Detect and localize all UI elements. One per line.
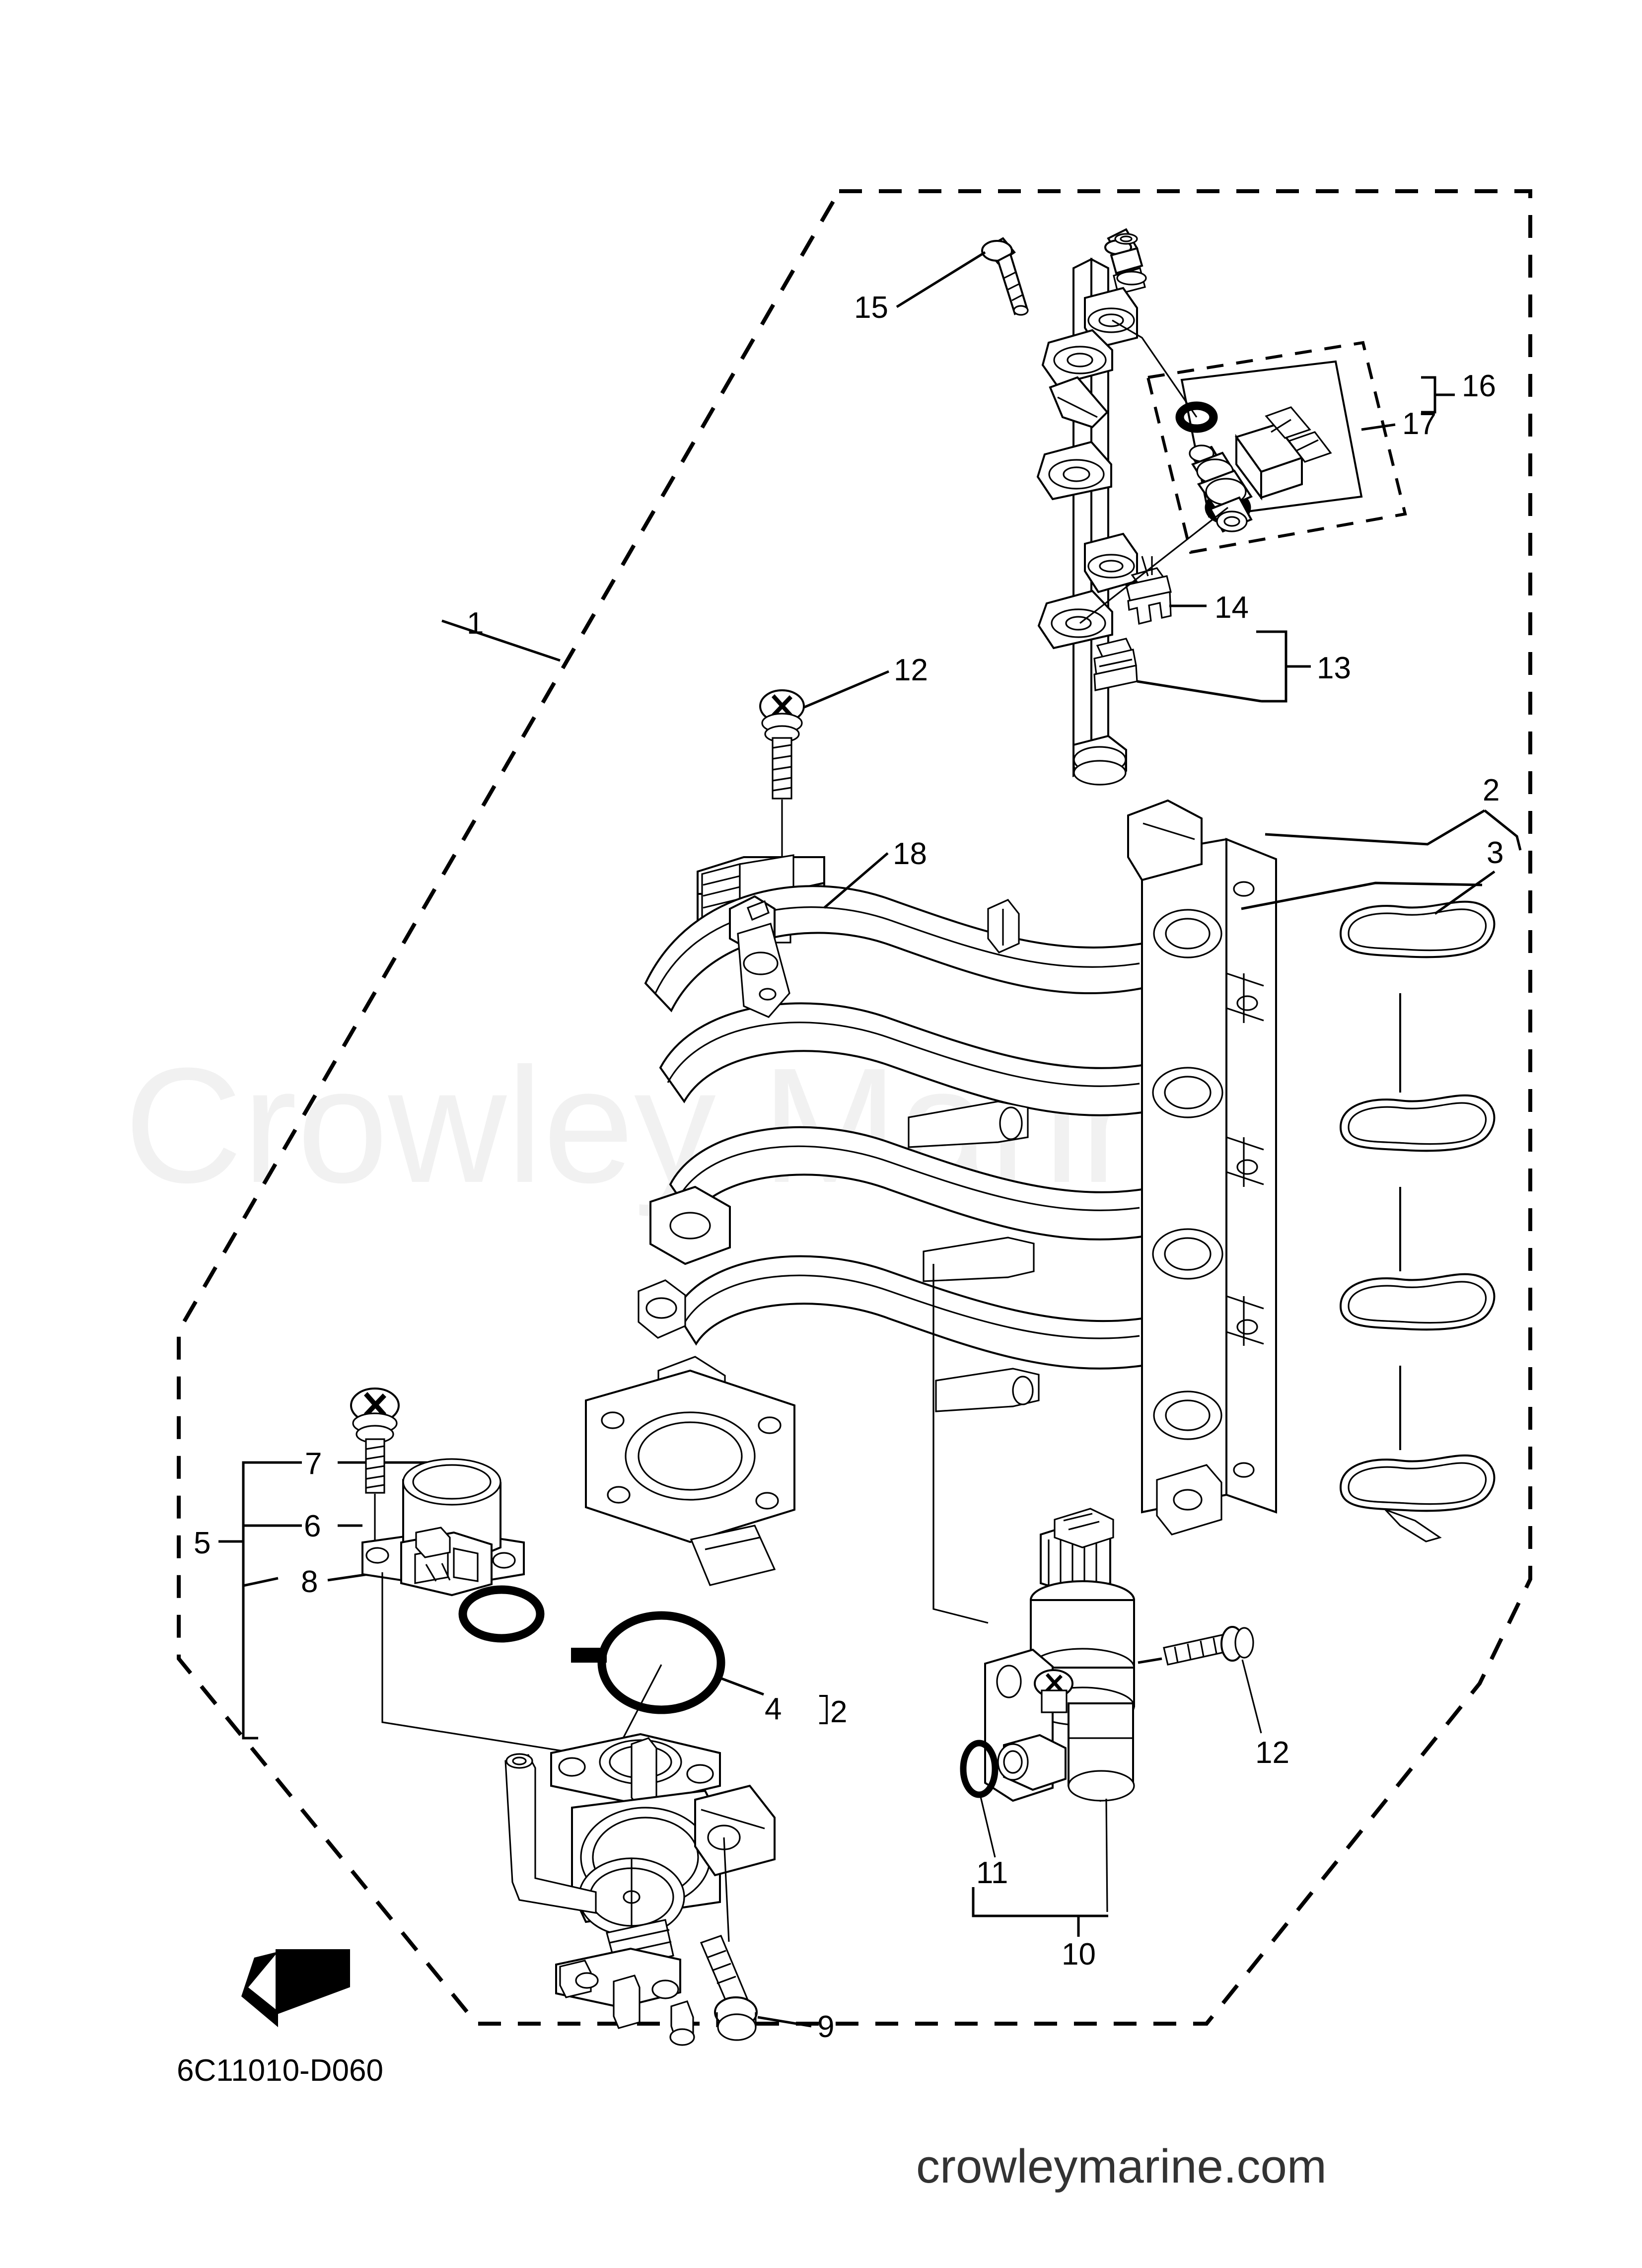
callout-10[interactable]: 10	[1062, 1937, 1096, 1972]
injector-retainer-clip-upper	[1125, 556, 1172, 625]
callout-2[interactable]: 2	[1483, 773, 1499, 807]
callout-5[interactable]: 5	[194, 1526, 211, 1560]
idle-air-control-valve	[984, 1508, 1135, 1802]
callout-5-bracket	[242, 1461, 258, 1740]
callout-14[interactable]: 14	[1214, 590, 1249, 625]
callout-3-leader-top	[1241, 881, 1483, 910]
callout-16[interactable]: 16	[1462, 369, 1496, 403]
fwd-arrow-icon	[241, 1949, 350, 2027]
callout-3[interactable]: 3	[1487, 836, 1503, 870]
callout-7[interactable]: 7	[305, 1447, 322, 1481]
callout-8[interactable]: 8	[301, 1565, 318, 1599]
callout-10-bracket	[972, 1887, 1048, 1917]
gasket-3	[1339, 1273, 1496, 1331]
callout-17-leader	[1361, 423, 1396, 431]
callout-12-map[interactable]: 12	[894, 653, 928, 687]
callout-9-leader	[757, 2016, 812, 2028]
tps-screw	[350, 1388, 400, 1494]
callout-13-bracket	[1256, 630, 1287, 703]
throttle-body-assembly	[504, 1733, 776, 2046]
callout-12-map-leader	[804, 670, 889, 709]
callout-2-leader	[1265, 809, 1486, 846]
iac-bolt	[1163, 1626, 1254, 1666]
footer-url: crowleymarine.com	[916, 2140, 1327, 2193]
callout-1[interactable]: 1	[467, 606, 484, 641]
callout-4[interactable]: 4	[765, 1692, 782, 1726]
callout-13-lower-leader	[1137, 680, 1262, 703]
manifold-iac-leader	[932, 1264, 989, 1624]
callout-17[interactable]: 17	[1402, 407, 1436, 441]
gasket-2	[1339, 1094, 1496, 1152]
callout-18-leader	[823, 852, 889, 909]
map-sensor-bolt	[759, 689, 805, 800]
injector-lower-oring-leader	[1079, 507, 1228, 624]
tps-o-ring	[458, 1585, 545, 1643]
fuel-rail-bolt	[981, 237, 1029, 316]
oring-fit-leader	[622, 1664, 662, 1739]
callout-1-leader	[441, 619, 561, 662]
throttle-body-bolt	[700, 1934, 758, 2041]
callout-13[interactable]: 13	[1317, 651, 1351, 685]
bolt-9-alignment	[723, 1837, 730, 1942]
callout-15[interactable]: 15	[854, 291, 888, 325]
callout-10-stem	[1048, 1914, 1108, 1937]
iac-bolt-fit-leader	[1138, 1657, 1162, 1664]
manifold-gasket-set	[1339, 900, 1496, 1542]
callout-8-stub	[243, 1577, 279, 1587]
callout-2-3-bracket	[1484, 809, 1522, 851]
tps-install-leader	[381, 1572, 576, 1754]
injector-retainer-clip-lower	[1093, 638, 1138, 691]
callout-12b-leader	[1241, 1659, 1262, 1734]
callout-18[interactable]: 18	[893, 837, 927, 871]
callout-12-iac[interactable]: 12	[1255, 1736, 1289, 1770]
injector-upper-o-ring	[1175, 401, 1218, 433]
injector-kit-boundary	[1146, 341, 1407, 554]
throttle-body-o-ring	[571, 1611, 725, 1714]
gasket-1	[1339, 900, 1496, 958]
callout-4-quantity[interactable]: 2	[830, 1695, 847, 1729]
callout-9[interactable]: 9	[817, 2010, 834, 2044]
callout-11-leader	[979, 1794, 996, 1858]
callout-3-leader	[1434, 870, 1496, 915]
gasket-4	[1339, 1454, 1496, 1542]
throttle-body-flange	[585, 1369, 795, 1586]
throttle-position-sensor	[361, 1458, 525, 1597]
callout-4-quantity-bracket	[819, 1695, 828, 1724]
injector-upper-oring-leader	[1112, 319, 1198, 418]
callout-10-leader	[1105, 1798, 1108, 1912]
iac-o-ring	[960, 1740, 999, 1798]
fuel-rail-assembly	[1036, 228, 1147, 786]
callout-11[interactable]: 11	[976, 1856, 1008, 1890]
callout-6[interactable]: 6	[304, 1509, 321, 1543]
intake-manifold-body	[638, 799, 1277, 1536]
callout-15-leader	[896, 251, 986, 308]
assembly-boundary-dashed	[177, 189, 1532, 2026]
fuel-injector-body	[1189, 406, 1332, 533]
diagram-id-label: 6C11010-D060	[177, 2053, 383, 2088]
callout-4-leader	[718, 1676, 764, 1696]
